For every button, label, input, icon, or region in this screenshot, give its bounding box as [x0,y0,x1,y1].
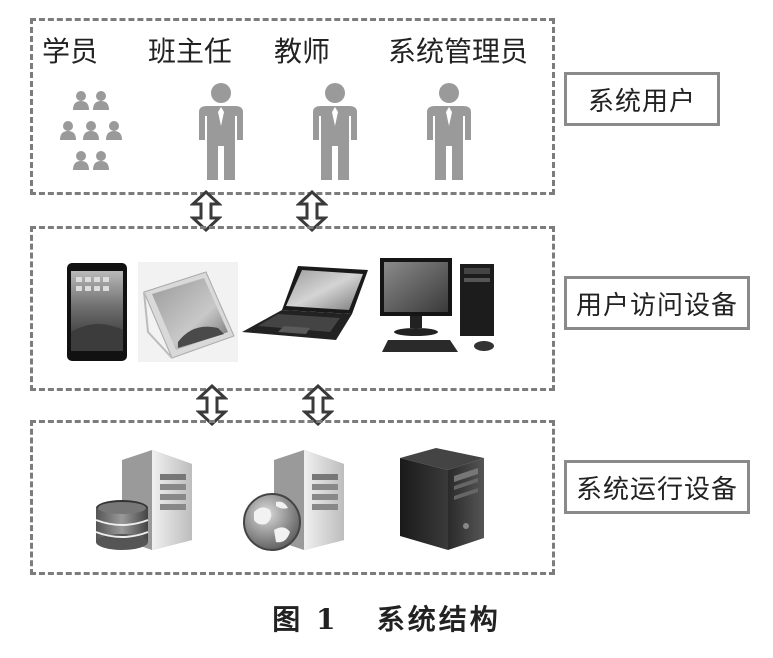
system-users-tier [30,18,555,195]
small-person-icon [93,151,109,170]
laptop-icon [242,266,368,340]
small-person-icon [73,151,89,170]
access-devices-label: 用户访问设备 [564,276,750,330]
bidirectional-arrow-icon [302,384,334,426]
role-label-student: 学员 [42,35,99,68]
system-users-label: 系统用户 [564,72,720,126]
admin-person-icon [427,83,471,180]
role-label-head-teacher: 班主任 [148,35,233,68]
bidirectional-arrow-icon [190,190,222,232]
bidirectional-arrow-icon [296,190,328,232]
desktop-computer-icon [380,258,494,352]
server-tower-icon [400,448,484,550]
role-label-admin: 系统管理员 [388,35,529,68]
small-person-icon [83,121,99,140]
small-person-icon [60,121,76,140]
tablet-icon [138,262,238,362]
web-server-icon [243,450,344,551]
small-person-icon [106,121,122,140]
access-devices-tier [30,226,555,391]
small-person-icon [73,91,89,110]
figure-caption: 图 1 系统结构 [272,603,501,636]
teacher-person-icon [313,83,357,180]
student-group-icon [60,91,122,170]
smartphone-icon [67,263,127,361]
bidirectional-arrow-icon [196,384,228,426]
head-teacher-person-icon [199,83,243,180]
role-label-teacher: 教师 [274,35,331,68]
database-server-icon [95,450,192,550]
small-person-icon [93,91,109,110]
server-devices-tier [30,420,555,575]
server-devices-label: 系统运行设备 [564,460,750,514]
